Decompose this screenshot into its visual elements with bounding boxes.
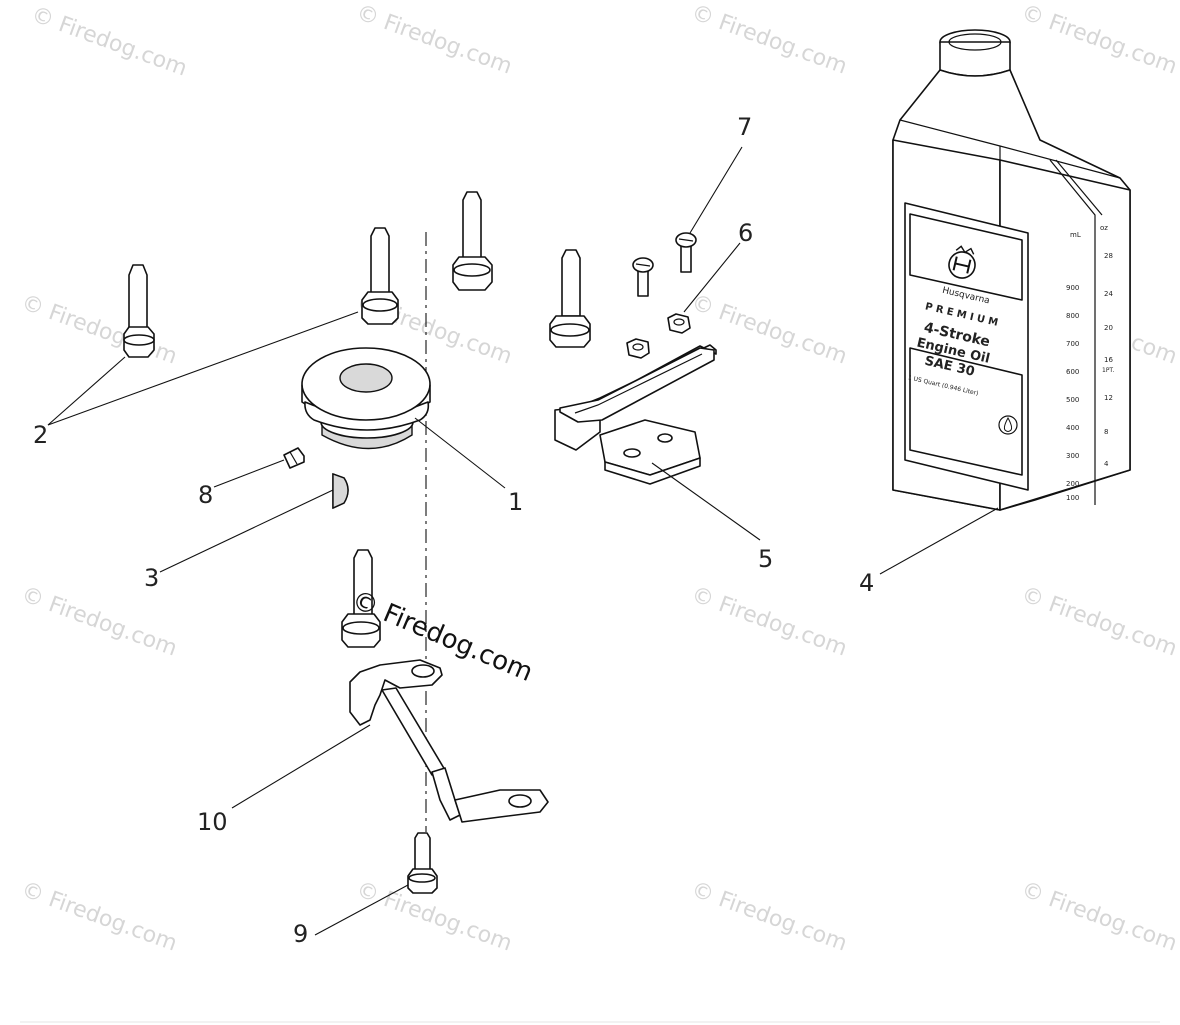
callout-3: 3: [144, 564, 159, 592]
leader-line-2b: [47, 311, 359, 426]
scale-oz-24: 24: [1104, 290, 1113, 298]
scale-oz-header: oz: [1100, 224, 1108, 232]
woodruff-key: [332, 473, 349, 510]
watermark: © Firedog.com: [688, 877, 850, 956]
oil-drop-icon: [998, 415, 1018, 435]
flange-bolt-bracket: [549, 249, 591, 348]
scale-ml-header: mL: [1070, 231, 1081, 239]
scale-ml-400: 400: [1066, 424, 1079, 432]
mounting-bracket: [554, 344, 717, 485]
callout-7: 7: [737, 113, 752, 141]
callout-4: 4: [859, 569, 874, 597]
leader-line-1: [414, 417, 506, 489]
scale-ml-900: 900: [1066, 284, 1079, 292]
husqvarna-crown-logo: [948, 245, 976, 279]
flange-bolt-left: [123, 264, 155, 358]
leader-line-9: [314, 884, 409, 936]
scale-oz-12: 12: [1104, 394, 1113, 402]
callout-9: 9: [293, 920, 308, 948]
watermark: © Firedog.com: [353, 0, 515, 79]
screw-7b: [632, 257, 654, 297]
scale-oz-20: 20: [1104, 324, 1113, 332]
scale-ml-200: 200: [1066, 480, 1079, 488]
pulley: [301, 347, 431, 450]
leader-line-10: [231, 724, 371, 809]
leader-line-3: [159, 489, 334, 573]
callout-labels: 1 2 3 4 5 6 7 8 9 10: [33, 113, 874, 948]
leader-line-8: [213, 459, 285, 488]
screw-7a: [675, 232, 697, 273]
set-screw: [283, 447, 305, 469]
scale-ml-600: 600: [1066, 368, 1079, 376]
flange-bolt-top: [452, 191, 493, 291]
scale-oz-16: 16: [1104, 356, 1113, 364]
callout-5: 5: [758, 545, 773, 573]
leader-line-5: [651, 462, 761, 541]
callout-1: 1: [508, 488, 523, 516]
watermark: © Firedog.com: [18, 582, 180, 661]
scale-oz-4: 4: [1104, 460, 1109, 468]
watermark: © Firedog.com: [688, 0, 850, 79]
callout-8: 8: [198, 481, 213, 509]
watermark: © Firedog.com: [1018, 877, 1180, 956]
scale-ml-800: 800: [1066, 312, 1079, 320]
watermark: © Firedog.com: [1018, 0, 1180, 79]
hook-bracket: [349, 659, 549, 823]
watermark: © Firedog.com: [1018, 582, 1180, 661]
leader-line-6: [683, 242, 741, 313]
flange-bolt-middle: [361, 227, 399, 325]
scale-oz-note: 1PT.: [1102, 367, 1114, 374]
leader-line-2a: [47, 356, 126, 426]
watermark: © Firedog.com: [688, 582, 850, 661]
watermark: © Firedog.com: [18, 290, 180, 369]
callout-10: 10: [197, 808, 228, 836]
leader-line-4: [879, 507, 999, 575]
scale-ml-500: 500: [1066, 396, 1079, 404]
oil-bottle: [892, 29, 1131, 511]
scale-oz-28: 28: [1104, 252, 1113, 260]
callout-2: 2: [33, 421, 48, 449]
scale-oz-8: 8: [1104, 428, 1108, 436]
watermark: © Firedog.com: [18, 877, 180, 956]
flange-bolt-lower: [341, 549, 381, 648]
watermark: © Firedog.com: [28, 2, 190, 81]
leader-line-7: [689, 146, 743, 234]
hex-nut-6b: [626, 338, 650, 359]
bottle-measure-scale: mL oz 900 800 700 600 500 400 300 200 10…: [1066, 224, 1114, 502]
hex-bolt-small: [407, 832, 438, 894]
scale-ml-100: 100: [1066, 494, 1079, 502]
hex-nut-6a: [667, 313, 691, 334]
scale-ml-700: 700: [1066, 340, 1079, 348]
callout-6: 6: [738, 219, 753, 247]
scale-ml-300: 300: [1066, 452, 1079, 460]
